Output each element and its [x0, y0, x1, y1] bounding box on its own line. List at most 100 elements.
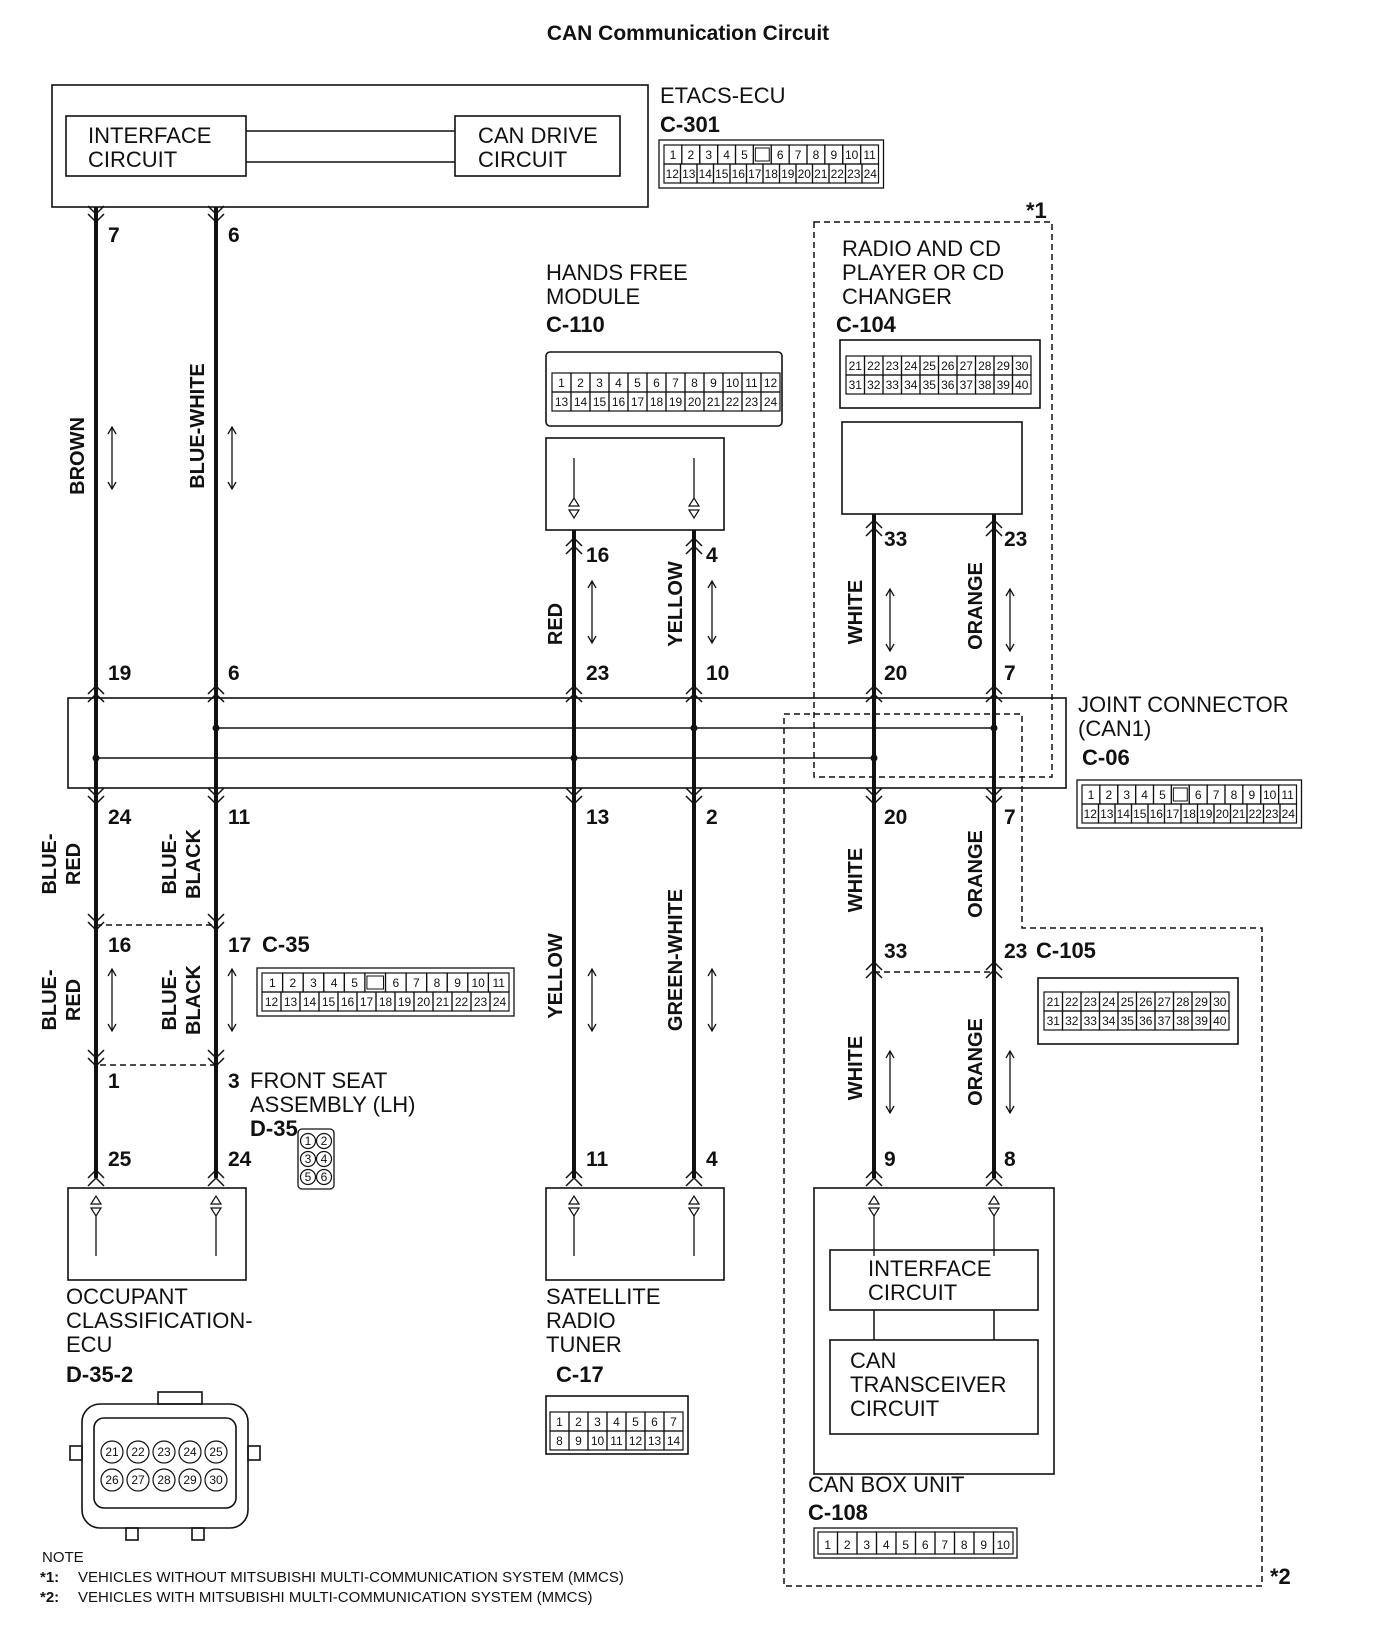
joint-label: (CAN1) [1078, 716, 1151, 741]
connector-pin [178, 1440, 202, 1464]
connector-chevron [87, 921, 105, 932]
connector-chevron [865, 795, 883, 806]
connector-cell-number: 4 [883, 1538, 890, 1552]
terminal-symbol [89, 1207, 103, 1218]
connector-cell-number: 18 [650, 395, 664, 409]
connector-cell-number: 7 [1213, 788, 1220, 802]
wire-color-label: GREEN-WHITE [665, 889, 687, 1031]
connector-cell [663, 1430, 684, 1451]
arrow-head [587, 967, 597, 977]
occupant-connector-id: D-35-2 [66, 1362, 133, 1387]
connector-chevron [207, 213, 225, 224]
connector-cell-number: 13 [682, 167, 696, 181]
connector-cell-number: 3 [705, 148, 712, 162]
connector-cell-number: 10 [471, 976, 485, 990]
connector-chevron [207, 1049, 225, 1060]
connector-cell-number: 1 [824, 1538, 831, 1552]
connector-cell-number: 8 [813, 148, 820, 162]
wire-color-label: BLUE- [39, 833, 61, 894]
front-seat-label: FRONT SEAT [250, 1068, 387, 1093]
connector-chevron [87, 205, 105, 216]
pin-label: 7 [1004, 806, 1016, 829]
connector-cell-number: 3 [863, 1538, 870, 1552]
connector-chevron [865, 684, 883, 695]
terminal-symbol [567, 1194, 581, 1205]
connector-cell-number: 11 [492, 976, 505, 990]
connector-cell-number: 8 [961, 1538, 968, 1552]
canbox-interface-label: CIRCUIT [868, 1280, 957, 1305]
wire-color-label: BLUE-WHITE [187, 363, 209, 489]
connector-cell-number: 12 [265, 995, 279, 1009]
connector-pin-number: 30 [209, 1473, 223, 1487]
satellite-connector-id: C-17 [556, 1362, 604, 1387]
pin-label: 33 [884, 528, 907, 551]
connector-cell-number: 9 [575, 1434, 582, 1448]
connector-cell-number: 33 [886, 378, 900, 392]
connector-cell-number: 34 [904, 378, 918, 392]
connector-chevron [685, 1168, 703, 1179]
arrow-head [1005, 587, 1015, 597]
connector-chevron [685, 544, 703, 555]
d352-foot [191, 1527, 205, 1541]
transceiver-label: TRANSCEIVER [850, 1372, 1006, 1397]
connector-pin-number: 28 [157, 1473, 171, 1487]
satellite-label: SATELLITE [546, 1284, 661, 1309]
connector-cell-number: 14 [699, 167, 713, 181]
connector-chevron [207, 1168, 225, 1179]
connector-cell-number: 22 [831, 167, 845, 181]
pin-label: 20 [884, 806, 907, 829]
connector-chevron [207, 205, 225, 216]
wire-color-label: WHITE [845, 580, 867, 644]
front-seat-label: ASSEMBLY (LH) [250, 1092, 415, 1117]
occupant-label: OCCUPANT [66, 1284, 188, 1309]
connector-pin-number: 22 [131, 1445, 145, 1459]
wire-color-label: BLUE- [39, 969, 61, 1030]
pin-label: 3 [228, 1070, 240, 1093]
connector-key [1172, 787, 1188, 802]
connector-chevrons [87, 205, 1003, 1256]
hands-free-connector-id: C-110 [546, 312, 605, 337]
pin-label: 10 [706, 662, 729, 685]
pin-label: 23 [1004, 940, 1027, 963]
connector-pin [204, 1468, 228, 1492]
connector-cell-number: 25 [1121, 995, 1135, 1009]
connector-cell-number: 39 [997, 378, 1011, 392]
wire-color-label: RED [63, 979, 85, 1021]
connector-cell-number: 1 [269, 976, 276, 990]
terminal-symbol [687, 1207, 701, 1218]
arrow-head [227, 481, 237, 491]
connector-chevron [985, 795, 1003, 806]
connector-cell-number: 11 [745, 376, 758, 390]
connector-pin-number: 23 [157, 1445, 171, 1459]
terminal-symbol [687, 1194, 701, 1205]
connector-cell-number: 15 [1133, 807, 1147, 821]
connector-cell-number: 8 [434, 976, 441, 990]
connector-key [366, 975, 384, 990]
connector-cell-number: 5 [634, 376, 641, 390]
connector-cell-number: 15 [322, 995, 336, 1009]
arrow-head [707, 967, 717, 977]
connector-chevron [565, 1176, 583, 1187]
connector-cell [1011, 374, 1032, 395]
terminal-symbol [987, 1207, 1001, 1218]
joint-label: JOINT CONNECTOR [1078, 692, 1289, 717]
wire-color-label: WHITE [845, 848, 867, 912]
connector-cell-number: 36 [1139, 1014, 1153, 1028]
connector-chevron [565, 544, 583, 555]
connector-cell-number: 10 [997, 1538, 1011, 1552]
connector-chevron [87, 1176, 105, 1187]
wire-color-label: BROWN [67, 417, 89, 495]
connector-cell-number: 1 [670, 148, 677, 162]
connector-cell-number: 7 [795, 148, 802, 162]
connector-cell-number: 4 [331, 976, 338, 990]
connector-cell-number: 17 [748, 167, 762, 181]
connector-chevron [87, 913, 105, 924]
connector-pin [315, 1168, 333, 1186]
connector-chevron [865, 968, 883, 979]
connector-chevron [565, 1168, 583, 1179]
connector-cell-number: 9 [710, 376, 717, 390]
connector-chevron [207, 921, 225, 932]
